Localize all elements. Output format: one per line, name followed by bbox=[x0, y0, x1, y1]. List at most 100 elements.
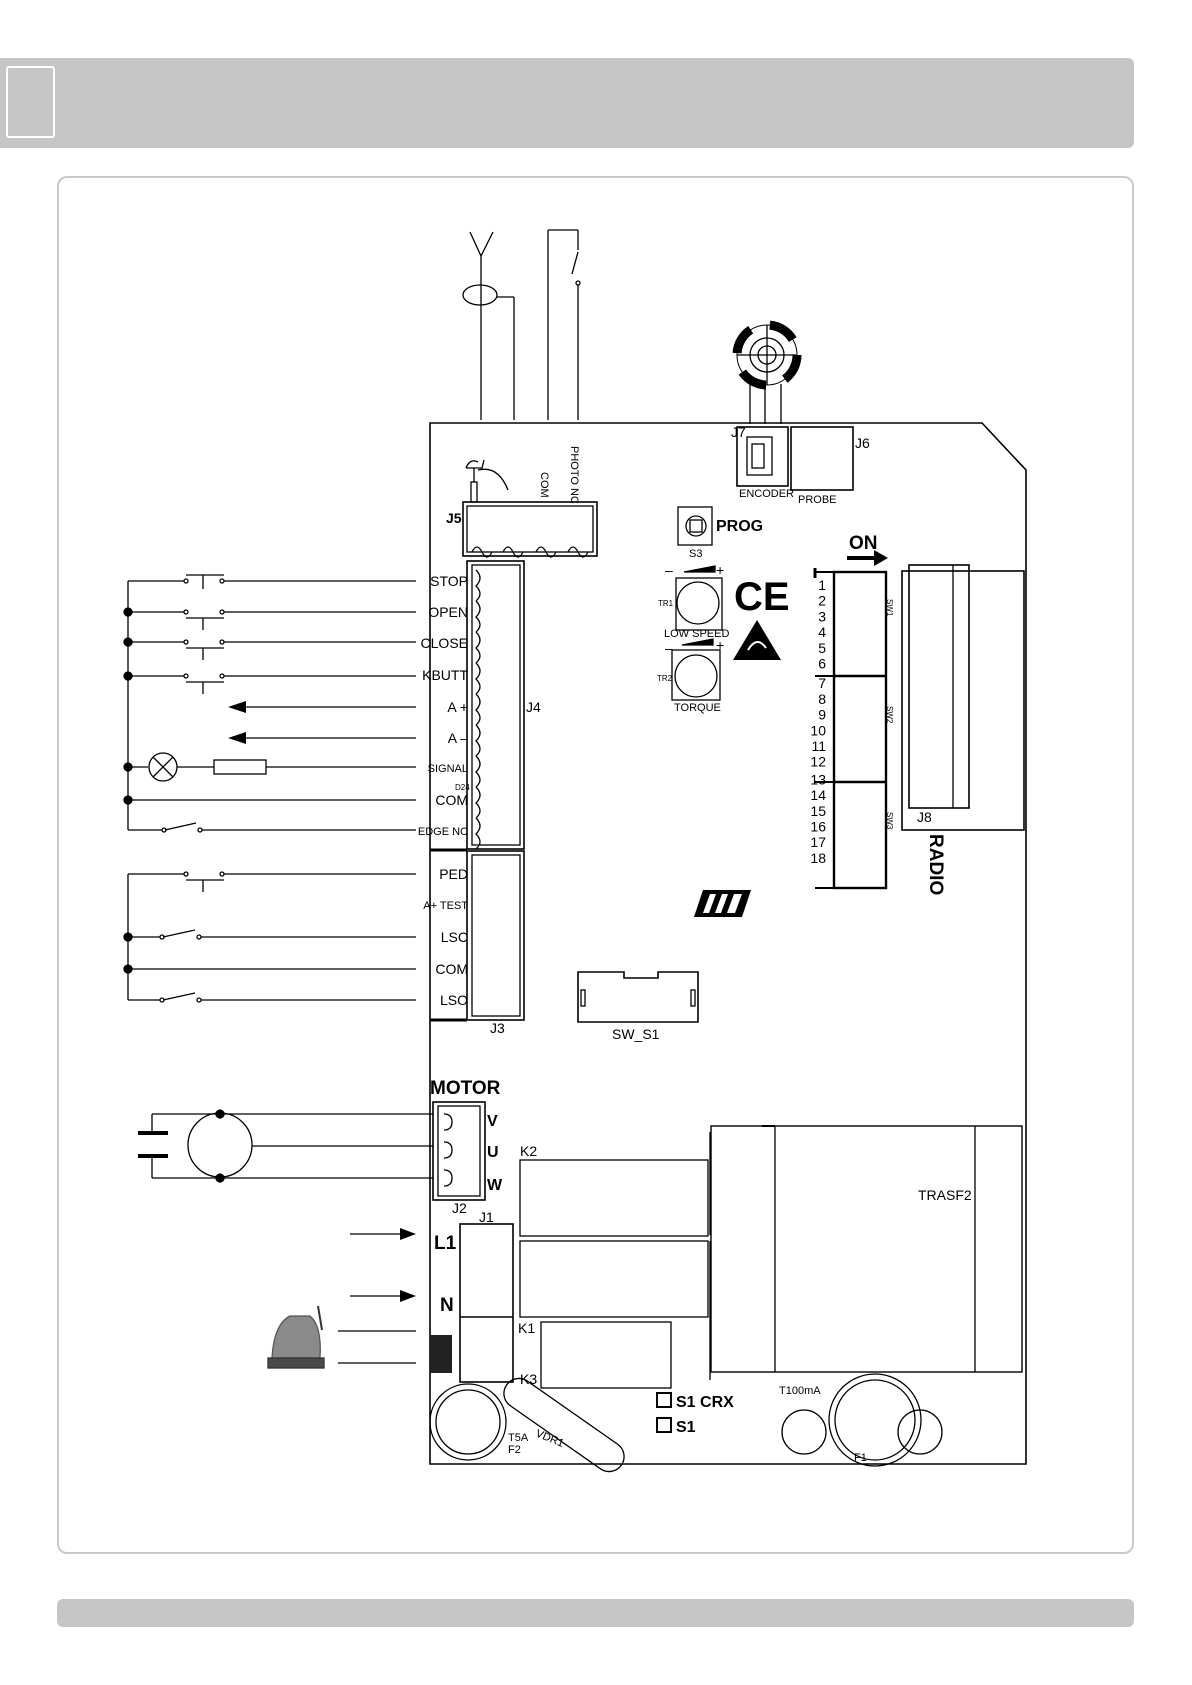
tr2-minus: – bbox=[665, 640, 673, 656]
j3-terminal-label: A+ TEST bbox=[423, 900, 468, 912]
t5a-label: T5A bbox=[508, 1432, 529, 1444]
photocell-contact bbox=[547, 229, 581, 420]
j6-label: J6 bbox=[855, 435, 870, 451]
j2-motor-terminal bbox=[432, 1101, 486, 1201]
s1-label: S1 bbox=[676, 1419, 696, 1436]
dip-number: 6 bbox=[818, 656, 826, 672]
tr1-trimmer bbox=[675, 565, 723, 631]
dip-number: 2 bbox=[818, 593, 826, 609]
sw1-label: SW1 bbox=[885, 599, 894, 617]
j3-terminal-block bbox=[430, 848, 525, 1022]
mains-arrows bbox=[338, 1228, 416, 1364]
dip-number: 8 bbox=[818, 691, 826, 707]
dip-number: 5 bbox=[818, 640, 826, 656]
dip-number: 4 bbox=[818, 624, 826, 640]
footer-bar bbox=[57, 1599, 1134, 1627]
rib-logo bbox=[694, 890, 751, 917]
board-outline bbox=[429, 422, 1027, 1465]
motor-label: MOTOR bbox=[430, 1078, 501, 1099]
j8-radio-connector bbox=[901, 564, 1025, 831]
j4-external-wiring bbox=[123, 574, 416, 833]
flashing-lamp-icon bbox=[267, 1305, 452, 1373]
dip-number: 12 bbox=[810, 754, 826, 770]
dip-number: 10 bbox=[810, 722, 826, 738]
j4-terminal-label: OPEN bbox=[428, 604, 468, 620]
motor-terminal-u: U bbox=[487, 1144, 499, 1161]
dip-number: 9 bbox=[818, 707, 826, 723]
j1-label: J1 bbox=[479, 1209, 494, 1225]
k2-label: K2 bbox=[520, 1143, 537, 1159]
prog-label: PROG bbox=[716, 518, 763, 535]
varistor-vdr1 bbox=[503, 1377, 625, 1473]
encoder-disc-icon bbox=[732, 320, 802, 424]
n-label: N bbox=[440, 1295, 454, 1316]
on-arrow-icon bbox=[847, 550, 888, 566]
k1-label: K1 bbox=[518, 1320, 535, 1336]
dip-number: 18 bbox=[810, 850, 826, 866]
j4-terminal-label: KBUTT bbox=[422, 667, 468, 683]
j8-label: J8 bbox=[917, 809, 932, 825]
j2-label: J2 bbox=[452, 1200, 467, 1216]
j1-power-terminal bbox=[459, 1223, 514, 1383]
esd-warning-icon bbox=[733, 620, 781, 660]
dip-switch-block bbox=[813, 568, 888, 890]
sw-s1-label: SW_S1 bbox=[612, 1026, 660, 1042]
tr2-plus: + bbox=[716, 637, 724, 653]
motor-terminal-v: V bbox=[487, 1113, 498, 1130]
probe-label: PROBE bbox=[798, 494, 837, 506]
j3-terminal-label: LSO bbox=[440, 992, 468, 1008]
j4-terminal-label: CLOSE bbox=[421, 635, 468, 651]
s1-crx-label: S1 CRX bbox=[676, 1394, 734, 1411]
motor-symbol bbox=[138, 1109, 433, 1183]
s3-label: S3 bbox=[689, 548, 702, 560]
antenna-symbol bbox=[462, 231, 515, 420]
tr1-plus: + bbox=[716, 562, 724, 578]
dip-number: 7 bbox=[818, 675, 826, 691]
k3-label: K3 bbox=[520, 1371, 537, 1387]
j5-com-label: COM bbox=[538, 472, 550, 498]
j4-terminal-label: A + bbox=[447, 699, 468, 715]
relay-k1 bbox=[540, 1321, 672, 1389]
j4-terminal-label: SIGNAL bbox=[428, 763, 468, 775]
tr2-trimmer bbox=[671, 638, 721, 701]
dip-number: 17 bbox=[810, 834, 826, 850]
j3-label: J3 bbox=[490, 1020, 505, 1036]
j5-photo-nc-label: PHOTO NC bbox=[568, 446, 580, 504]
ce-mark: CE bbox=[734, 575, 790, 619]
motor-terminal-w: W bbox=[487, 1177, 503, 1194]
j7-label: J7 bbox=[731, 424, 746, 440]
torque-label: TORQUE bbox=[674, 702, 721, 714]
header-page-box bbox=[6, 66, 55, 138]
j5-terminal-block bbox=[462, 459, 598, 558]
j3-terminal-label: PED bbox=[439, 866, 468, 882]
l1-label: L1 bbox=[434, 1233, 457, 1254]
trasf2-label: TRASF2 bbox=[918, 1187, 972, 1203]
dip-number: 14 bbox=[810, 787, 826, 803]
j4-label: J4 bbox=[526, 699, 541, 715]
transformer-trasf2 bbox=[710, 1125, 1023, 1373]
dip-number: 15 bbox=[810, 803, 826, 819]
j4-terminal-label: EDGE NC bbox=[418, 826, 468, 838]
j4-terminal-label: COM bbox=[435, 792, 468, 808]
j3-terminal-label: COM bbox=[435, 961, 468, 977]
tr1-label: TR1 bbox=[658, 599, 674, 608]
j4-terminal-block bbox=[466, 560, 525, 850]
fuse-f2 bbox=[429, 1383, 507, 1461]
sw3-label: SW3 bbox=[885, 812, 894, 830]
f1-label: F1 bbox=[854, 1452, 867, 1464]
radio-label: RADIO bbox=[925, 834, 946, 895]
s1-jumpers bbox=[656, 1392, 672, 1433]
dip-number: 13 bbox=[810, 771, 826, 787]
f2-label: F2 bbox=[508, 1444, 521, 1456]
fuse-f1 bbox=[781, 1373, 943, 1467]
j7-encoder-connector bbox=[736, 426, 789, 487]
dip-number: 16 bbox=[810, 819, 826, 835]
on-label: ON bbox=[849, 533, 878, 554]
t100ma-label: T100mA bbox=[779, 1385, 821, 1397]
sw-s1-connector bbox=[577, 971, 699, 1023]
j3-terminal-label: LSC bbox=[441, 929, 468, 945]
j3-terminal-labels: PED A+ TEST LSC COM LSO bbox=[423, 866, 468, 1008]
